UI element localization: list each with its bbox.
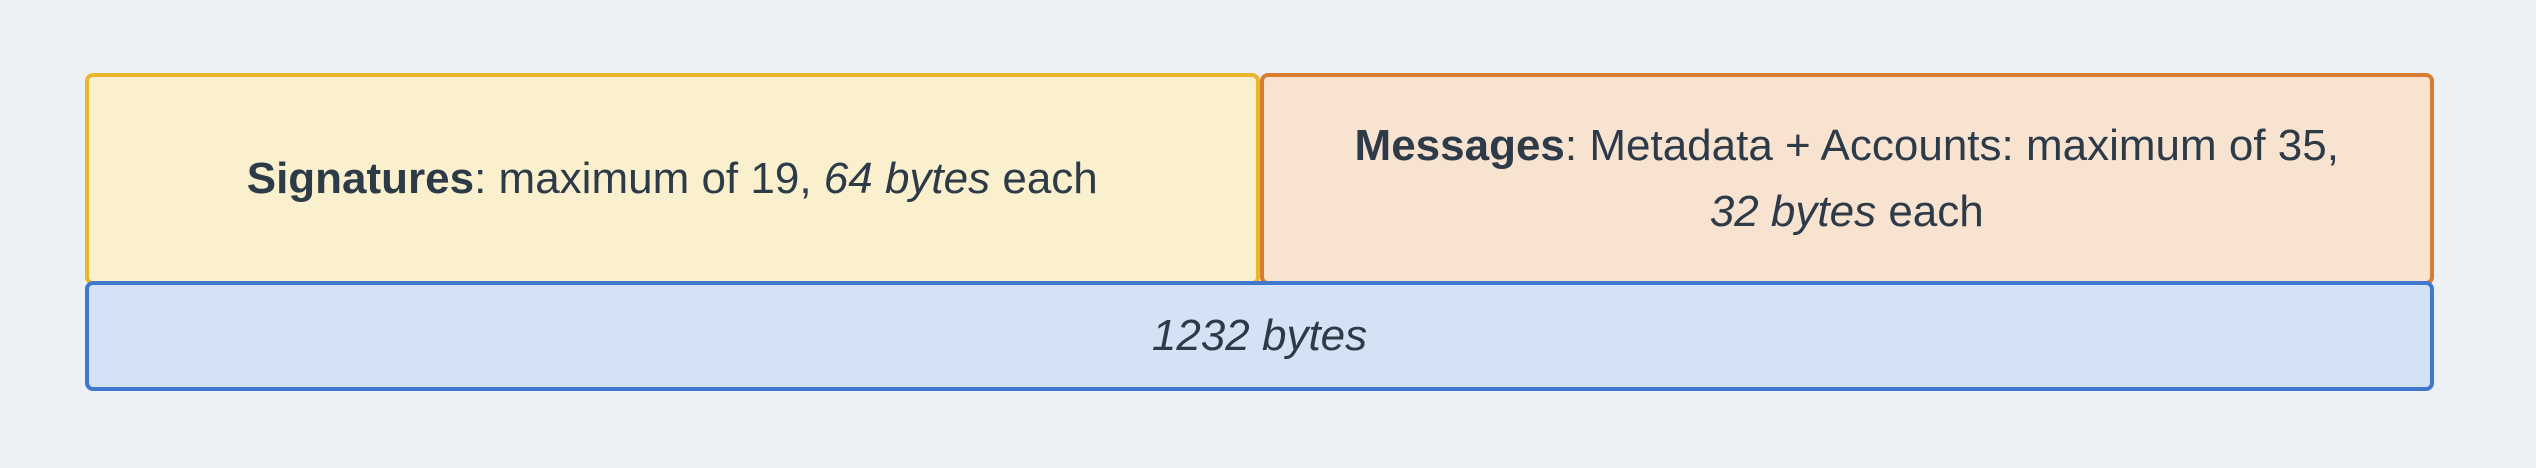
signatures-text-end: each	[990, 154, 1098, 203]
transaction-size-diagram: Signatures: maximum of 19, 64 bytes each…	[85, 73, 2434, 391]
signatures-label: Signatures	[246, 154, 475, 203]
top-row: Signatures: maximum of 19, 64 bytes each…	[85, 73, 2434, 285]
messages-text-mid: : Metadata + Accounts: maximum of 35,	[1564, 121, 2339, 170]
signatures-box: Signatures: maximum of 19, 64 bytes each	[85, 73, 1260, 285]
messages-line-2: 32 bytes each	[1355, 179, 2339, 245]
messages-label: Messages	[1354, 121, 1565, 170]
messages-box-text: Messages: Metadata + Accounts: maximum o…	[1355, 113, 2339, 245]
total-bytes-bar: 1232 bytes	[85, 281, 2434, 391]
messages-box: Messages: Metadata + Accounts: maximum o…	[1259, 73, 2434, 285]
total-bytes-label: 1232 bytes	[1151, 311, 1368, 360]
signatures-text-mid: : maximum of 19,	[474, 154, 824, 203]
messages-line-1: Messages: Metadata + Accounts: maximum o…	[1355, 113, 2339, 179]
signatures-box-text: Signatures: maximum of 19, 64 bytes each	[247, 146, 1098, 212]
signatures-bytes-italic: 64 bytes	[823, 154, 991, 203]
messages-text-end: each	[1876, 187, 1984, 236]
messages-bytes-italic: 32 bytes	[1709, 187, 1877, 236]
